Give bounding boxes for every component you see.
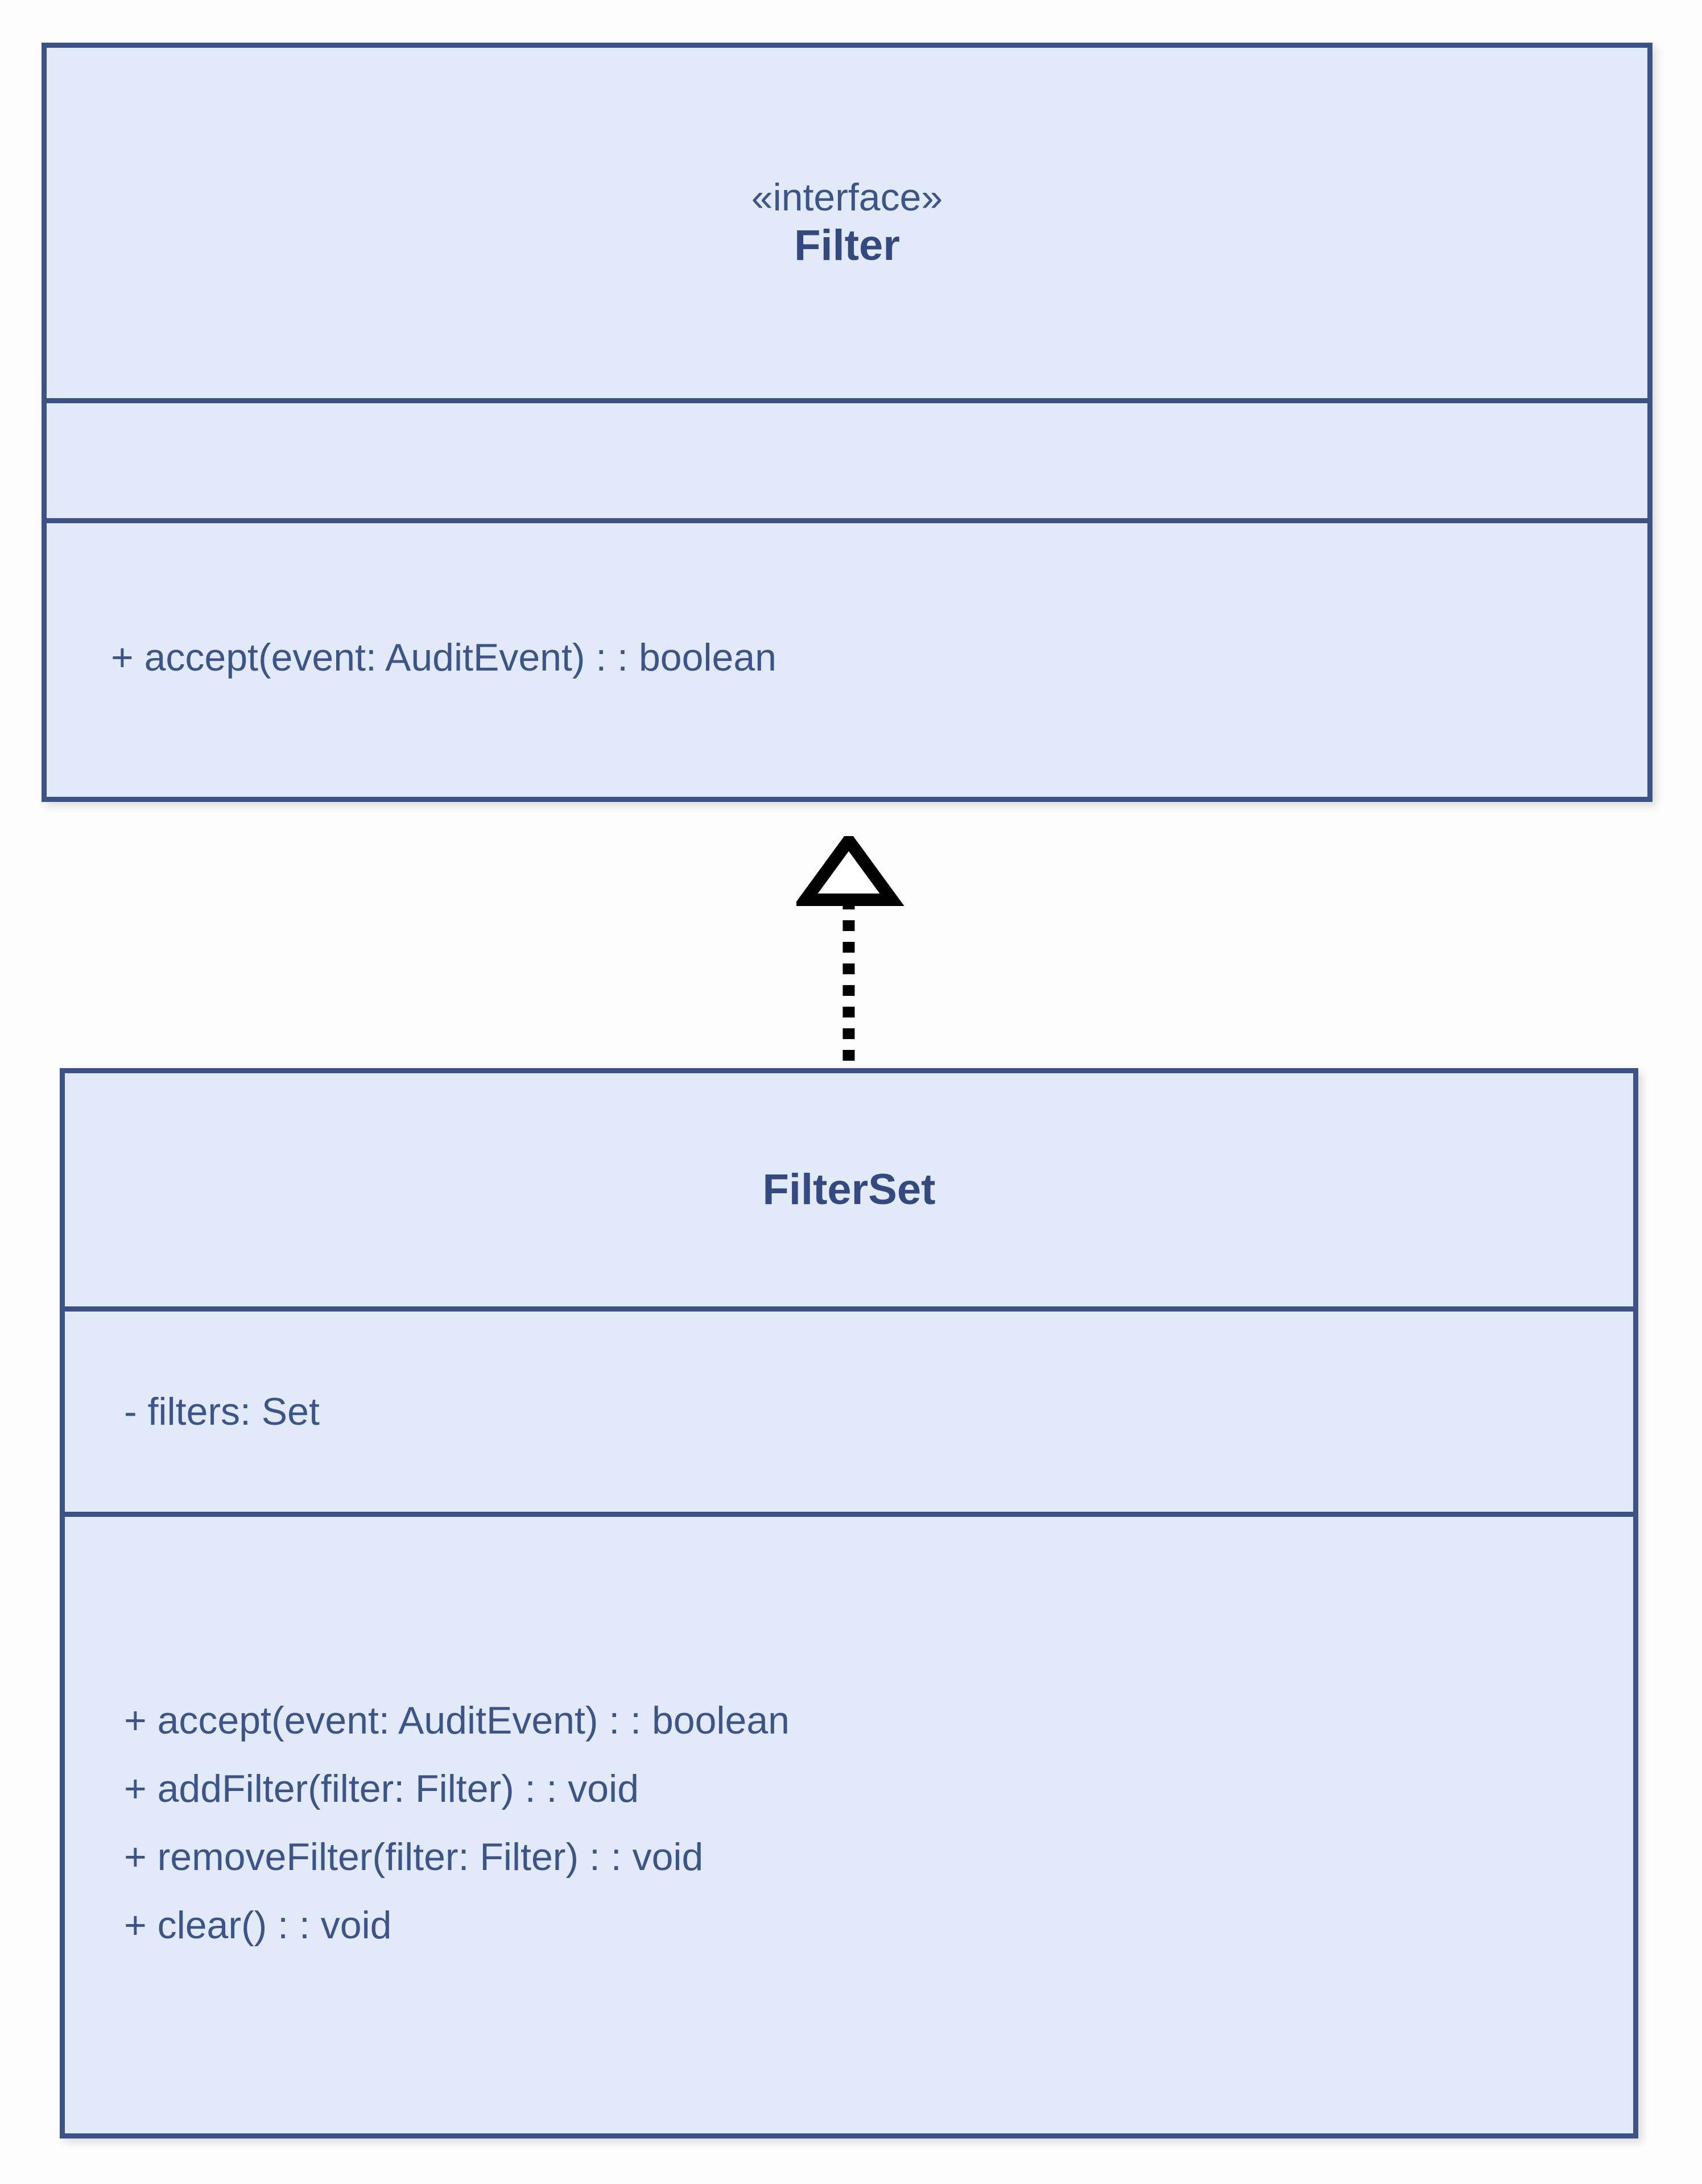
method-item: + addFilter(filter: Filter) : : void — [124, 1767, 639, 1810]
attribute-item: - filters: Set — [124, 1390, 320, 1433]
method-item: + accept(event: AuditEvent) : : boolean — [111, 636, 776, 679]
attributes-compartment-filter — [47, 398, 1647, 518]
class-box-filterset[interactable]: FilterSet - filters: Set + accept(event:… — [60, 1068, 1638, 2138]
class-header-filter: «interface» Filter — [47, 48, 1647, 398]
class-name-filterset: FilterSet — [762, 1165, 936, 1214]
attributes-compartment-filterset: - filters: Set — [65, 1306, 1633, 1512]
class-header-filterset: FilterSet — [65, 1073, 1633, 1306]
hollow-triangle-head — [796, 836, 904, 906]
realization-arrow-icon — [796, 836, 904, 1070]
methods-compartment-filterset: + accept(event: AuditEvent) : : boolean … — [65, 1512, 1633, 2128]
method-item: + accept(event: AuditEvent) : : boolean — [124, 1698, 790, 1742]
methods-compartment-filter: + accept(event: AuditEvent) : : boolean — [47, 518, 1647, 792]
class-name-filter: Filter — [794, 221, 900, 270]
stereotype-label-filter: «interface» — [751, 176, 943, 220]
realization-connector-filterset-to-filter — [796, 836, 904, 1075]
class-box-filter[interactable]: «interface» Filter + accept(event: Audit… — [42, 43, 1653, 802]
method-item: + clear() : : void — [124, 1903, 392, 1947]
method-item: + removeFilter(filter: Filter) : : void — [124, 1835, 704, 1879]
